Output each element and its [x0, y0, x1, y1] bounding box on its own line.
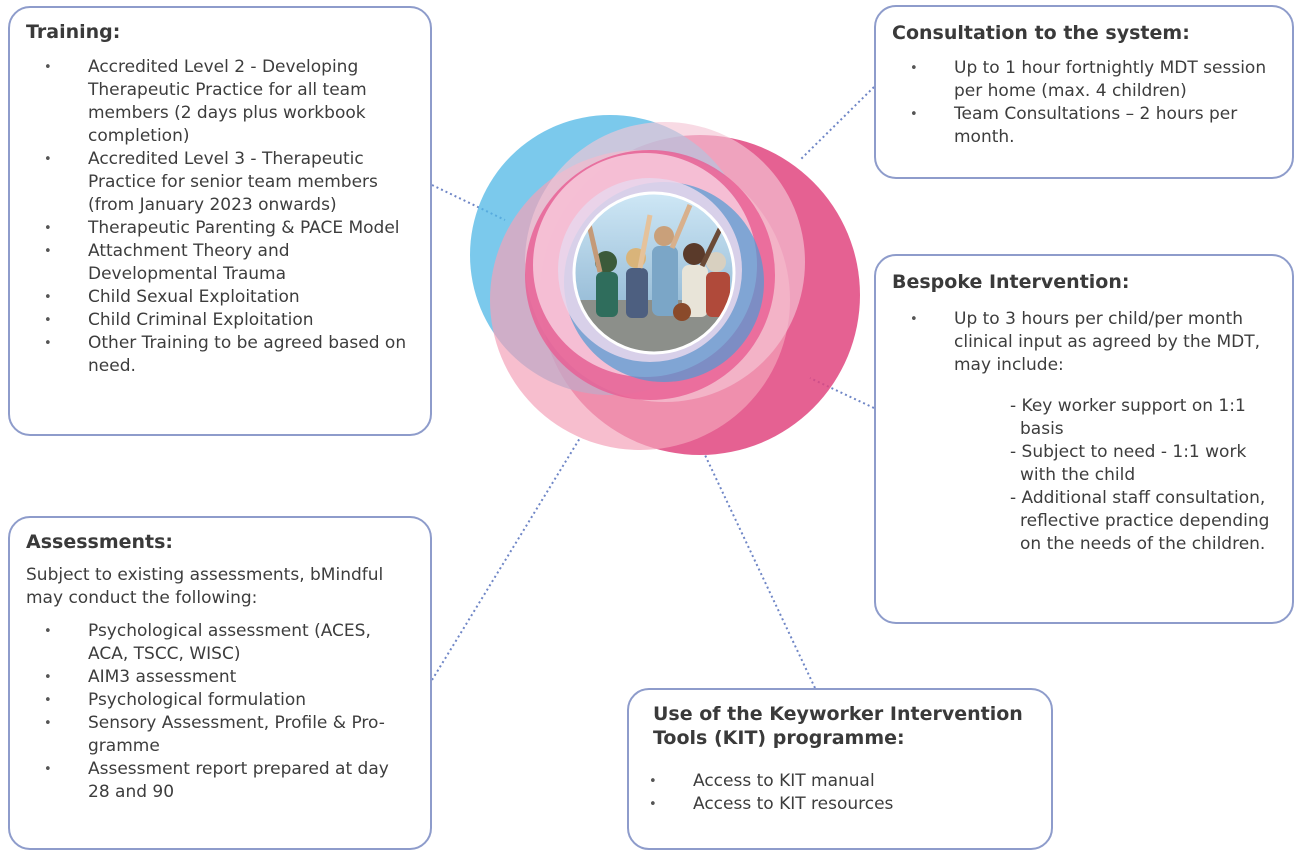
consultation-box: Consultation to the system: Up to 1 hour…: [874, 5, 1294, 179]
assessments-intro: Subject to existing assessments, bMindfu…: [26, 565, 384, 608]
sub-list-item: - Additional staff consultation, reflect…: [1010, 488, 1270, 554]
list-item: Psychological formulation: [26, 689, 414, 712]
kit-list: Access to KIT manual Access to KIT resou…: [649, 770, 1027, 816]
training-title: Training:: [26, 21, 121, 43]
list-item: Child Sexual Exploitation: [26, 286, 414, 309]
sub-list-item: - Subject to need - 1:1 work with the ch…: [1010, 442, 1247, 485]
list-item: Accredited Level 2 - Developing Therapeu…: [26, 56, 414, 148]
list-item: Child Criminal Exploitation: [26, 309, 414, 332]
connector-consultation: [799, 86, 875, 161]
list-item: Access to KIT resources: [649, 793, 1027, 816]
list-item: Up to 3 hours per child/per month clinic…: [892, 308, 1276, 377]
consultation-list: Up to 1 hour fortnightly MDT session per…: [892, 57, 1276, 149]
list-item: Sensory Assessment, Profile & Pro-gramme: [26, 712, 414, 758]
connector-training: [431, 184, 506, 221]
hub-photo: [574, 193, 734, 353]
list-item: Accredited Level 3 - Therapeutic Practic…: [26, 148, 414, 217]
training-box: Training: Accredited Level 2 - Developin…: [8, 6, 432, 436]
assessments-box: Assessments: Subject to existing assessm…: [8, 516, 432, 850]
bespoke-sublist: - Key worker support on 1:1 basis - Subj…: [892, 395, 1276, 556]
sub-list-item: - Key worker support on 1:1 basis: [1010, 396, 1246, 439]
list-item: Attachment Theory and Developmental Trau…: [26, 240, 414, 286]
list-item: Up to 1 hour fortnightly MDT session per…: [892, 57, 1276, 103]
assessments-title: Assessments:: [26, 531, 174, 553]
bespoke-list: Up to 3 hours per child/per month clinic…: [892, 308, 1276, 377]
consultation-title: Consultation to the system:: [892, 22, 1190, 44]
list-item: AIM3 assessment: [26, 666, 414, 689]
list-item: Psychological assessment (ACES, ACA, TSC…: [26, 620, 414, 666]
bespoke-intervention-box: Bespoke Intervention: Up to 3 hours per …: [874, 254, 1294, 624]
bespoke-title: Bespoke Intervention:: [892, 271, 1130, 293]
training-list: Accredited Level 2 - Developing Therapeu…: [26, 56, 414, 378]
list-item: Assessment report prepared at day 28 and…: [26, 758, 414, 804]
list-item: Therapeutic Parenting & PACE Model: [26, 217, 414, 240]
kit-title: Use of the Keyworker Inter­vention Tools…: [653, 703, 1023, 749]
kit-programme-box: Use of the Keyworker Inter­vention Tools…: [627, 688, 1053, 850]
list-item: Access to KIT manual: [649, 770, 1027, 793]
connector-bespoke: [809, 377, 875, 409]
connector-assessments: [431, 437, 581, 681]
list-item: Team Consultations – 2 hours per month.: [892, 103, 1276, 149]
list-item: Other Training to be agreed based on nee…: [26, 332, 414, 378]
assessments-list: Psychological assessment (ACES, ACA, TSC…: [26, 620, 414, 804]
